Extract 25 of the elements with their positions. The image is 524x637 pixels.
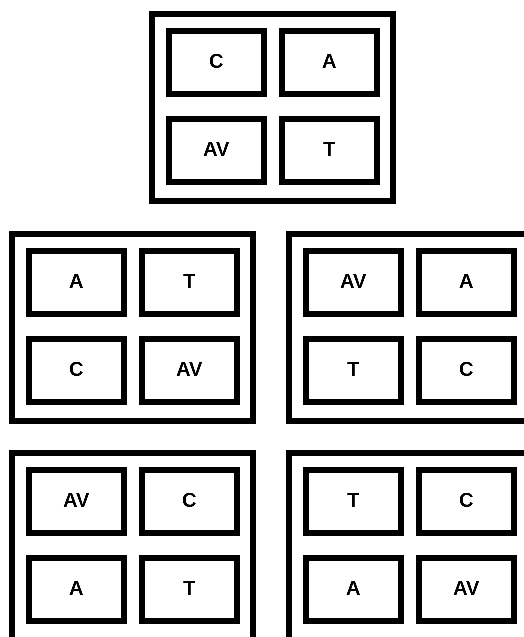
label-box: T bbox=[303, 467, 404, 536]
label-box: A bbox=[26, 555, 127, 624]
label-box: T bbox=[139, 248, 240, 317]
label-box: C bbox=[139, 467, 240, 536]
label-box: A bbox=[279, 28, 380, 97]
label-box: T bbox=[139, 555, 240, 624]
frame bbox=[286, 231, 524, 424]
label-box: AV bbox=[139, 336, 240, 405]
label-box: C bbox=[416, 336, 517, 405]
frame bbox=[149, 11, 396, 204]
frame bbox=[9, 231, 256, 424]
label-box: T bbox=[303, 336, 404, 405]
frame bbox=[286, 450, 524, 637]
frame bbox=[9, 450, 256, 637]
label-box: AV bbox=[166, 116, 267, 185]
label-box: AV bbox=[416, 555, 517, 624]
label-box: C bbox=[26, 336, 127, 405]
label-box: C bbox=[166, 28, 267, 97]
label-box: T bbox=[279, 116, 380, 185]
label-box: A bbox=[26, 248, 127, 317]
label-box: A bbox=[303, 555, 404, 624]
label-box: AV bbox=[303, 248, 404, 317]
label-box: AV bbox=[26, 467, 127, 536]
label-box: C bbox=[416, 467, 517, 536]
label-box: A bbox=[416, 248, 517, 317]
